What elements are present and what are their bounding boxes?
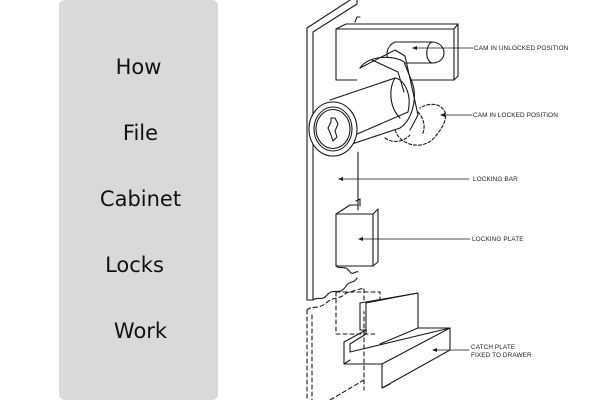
lock-key-face	[308, 101, 358, 157]
label-cam-locked: CAM IN LOCKED POSITION	[473, 112, 558, 119]
title-word-cabinet: Cabinet	[99, 187, 182, 211]
leader-lines	[338, 47, 474, 351]
locking-plate	[335, 198, 379, 274]
title-word-file: File	[122, 121, 159, 145]
title-word-work: Work	[113, 319, 168, 343]
catch-plate	[343, 292, 451, 389]
title-card: How File Cabinet Locks Work	[59, 0, 218, 400]
label-locking-bar: LOCKING BAR	[473, 176, 518, 183]
lock-cylinder	[329, 49, 419, 149]
label-catch-plate-line1: CATCH PLATE	[471, 344, 515, 351]
title-word-locks: Locks	[105, 253, 164, 277]
cam-locked	[384, 103, 447, 146]
label-catch-plate-line2: FIXED TO DRAWER	[471, 352, 532, 359]
cam-unlocked	[386, 41, 445, 64]
title-word-how: How	[115, 55, 162, 79]
label-locking-plate: LOCKING PLATE	[472, 236, 524, 243]
leader-arrowheads	[338, 46, 445, 352]
label-cam-unlocked: CAM IN UNLOCKED POSITION	[474, 45, 569, 52]
